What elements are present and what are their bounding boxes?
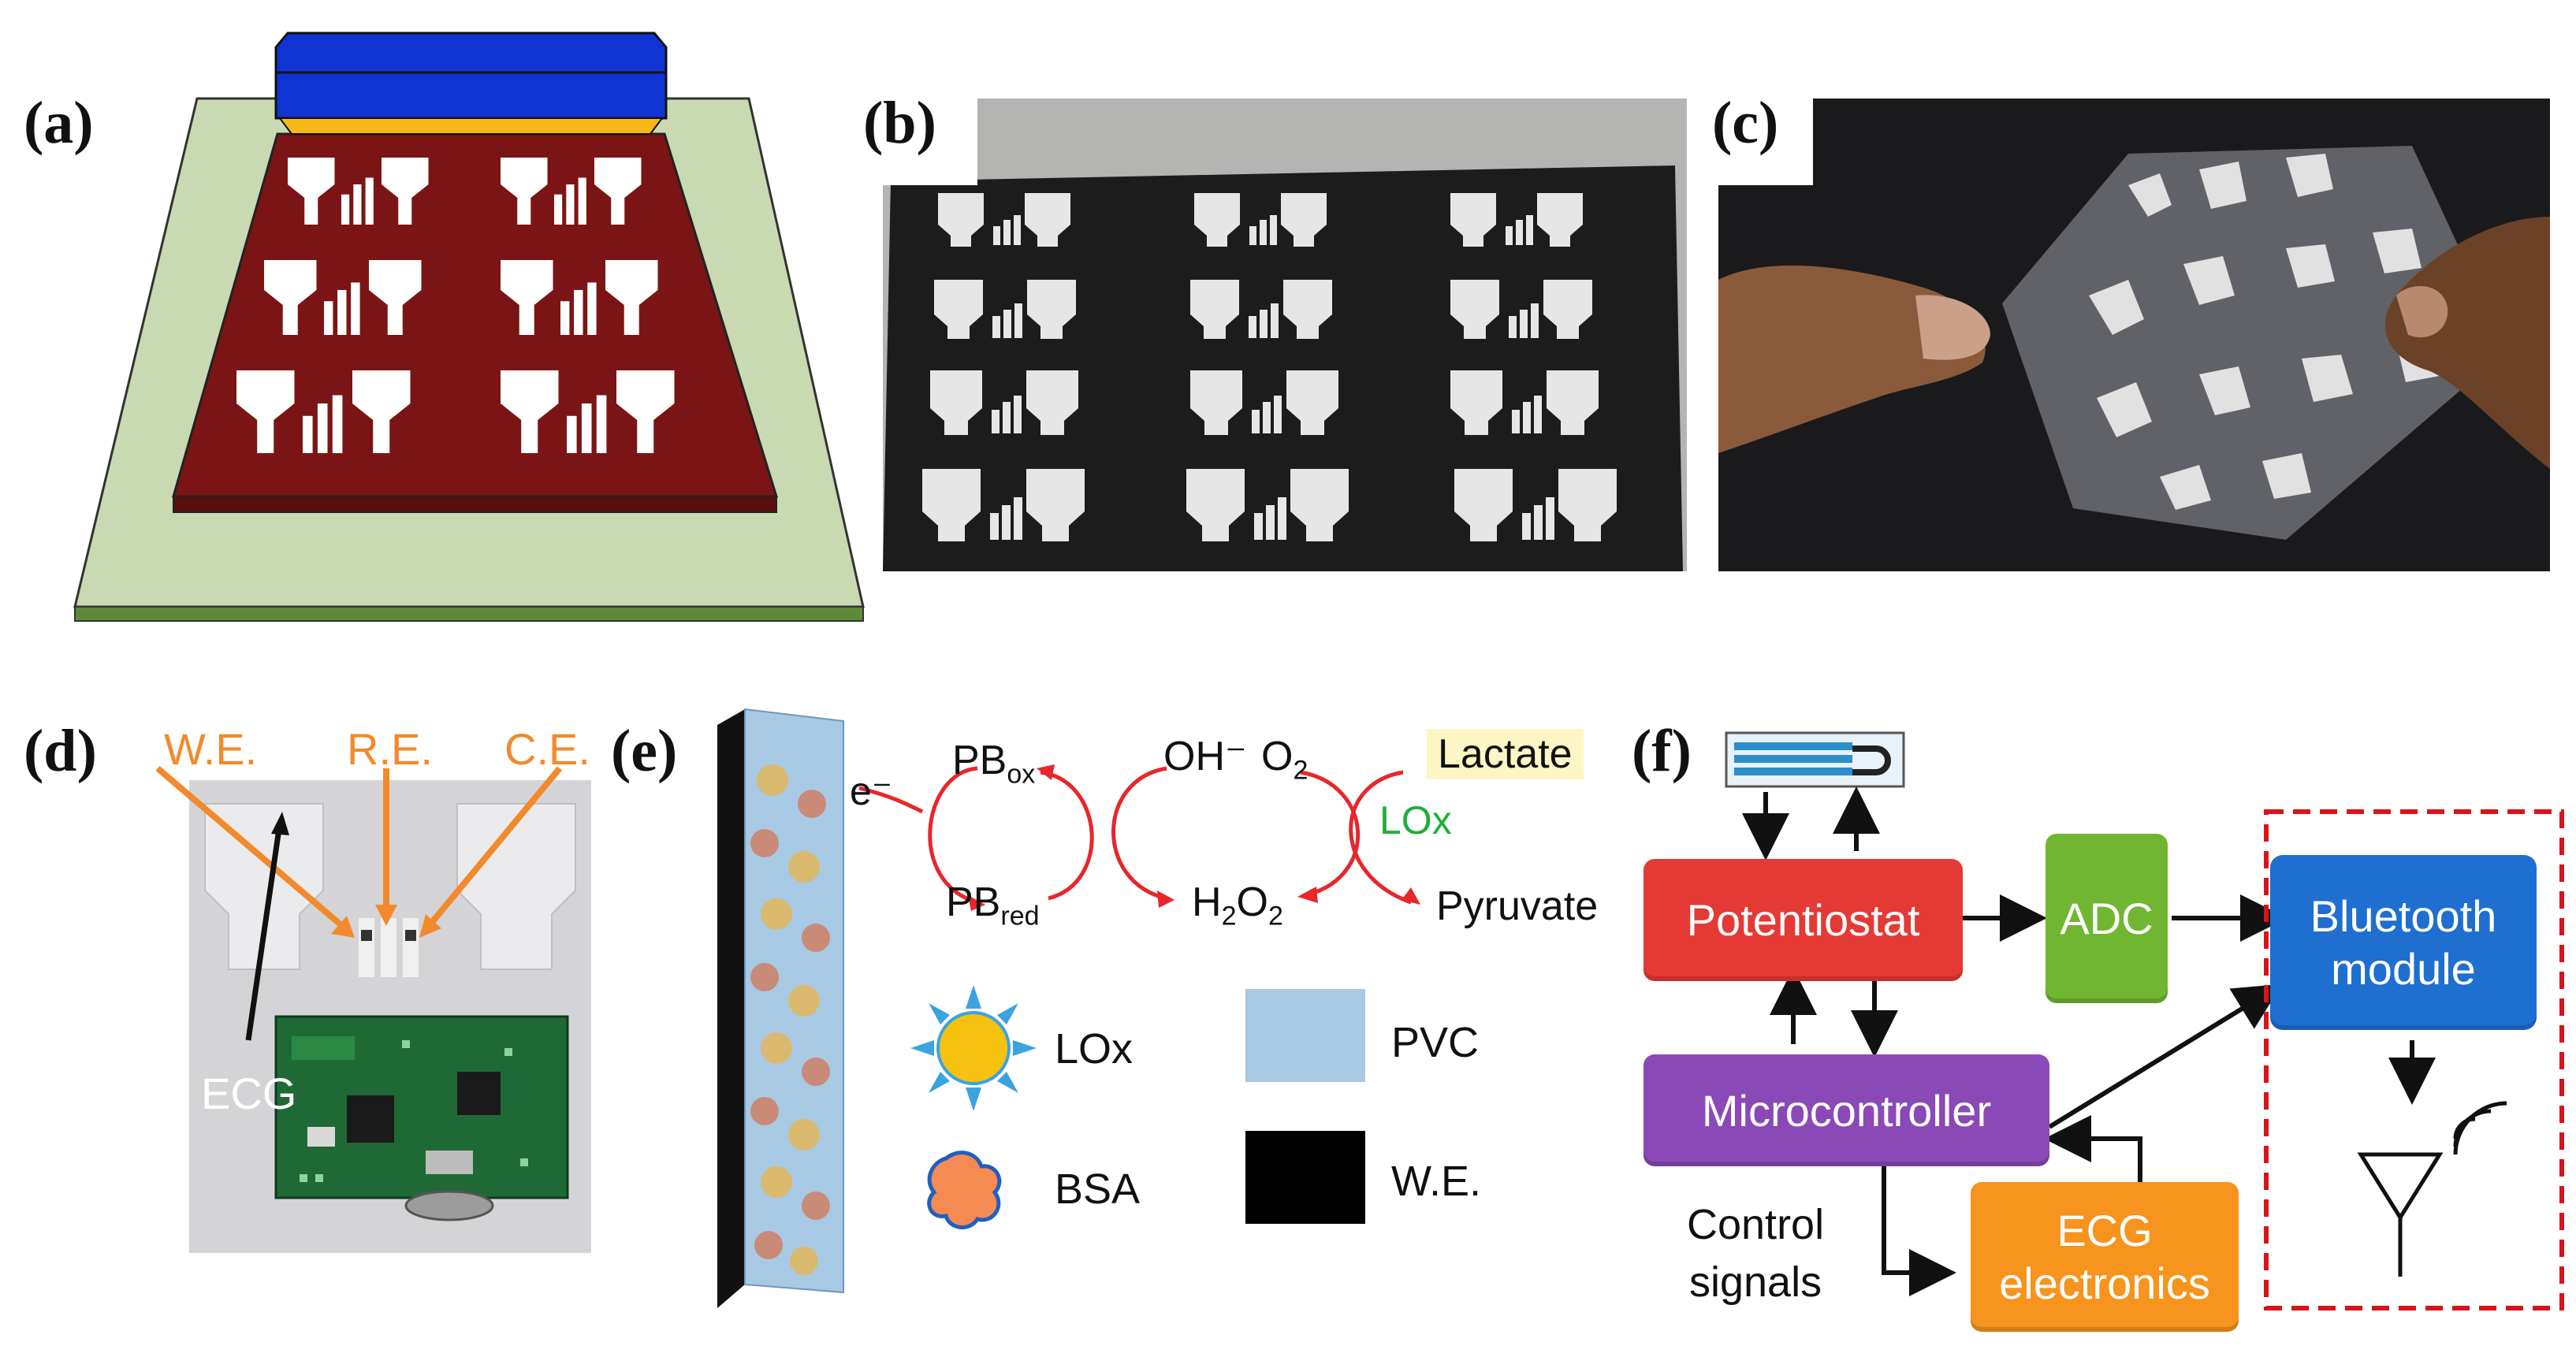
panel-e-electrode <box>717 708 844 1308</box>
panel-label-d: (d) <box>24 718 97 784</box>
bluetooth-label-line2: module <box>2331 944 2476 994</box>
panel-label-a: (a) <box>24 90 94 156</box>
re-label: R.E. <box>347 724 433 774</box>
ecg-electronics-label-line1: ECG <box>2057 1205 2153 1255</box>
we-legend-swatch <box>1245 1131 1365 1224</box>
microcontroller-label: Microcontroller <box>1701 1085 1992 1136</box>
ecg-electronics-label-line2: electronics <box>1999 1258 2210 1308</box>
ecg-label: ECG <box>201 1069 297 1118</box>
lactate-label: Lactate <box>1427 729 1584 779</box>
adc-block: ADC <box>2046 834 2168 1003</box>
bluetooth-label-line1: Bluetooth <box>2310 890 2497 941</box>
antenna-icon <box>2357 1101 2507 1277</box>
legend-bsa-label: BSA <box>1055 1166 1141 1213</box>
ecg-electronics-block: ECG electronics <box>1971 1182 2239 1332</box>
o2-label: O2 <box>1261 734 1308 786</box>
panel-e-reaction-arrows <box>858 764 1420 911</box>
electron-label: e⁻ <box>850 769 893 813</box>
control-signals-line1: Control <box>1687 1201 1825 1248</box>
panel-label-c: (c) <box>1712 90 1779 156</box>
we-label: W.E. <box>164 724 258 774</box>
panel-a-illustration <box>73 32 865 622</box>
h2o2-label: H2O2 <box>1192 879 1283 931</box>
legend-we-label: W.E. <box>1391 1158 1482 1205</box>
panel-b-photo <box>883 99 1687 571</box>
panel-label-e: (e) <box>611 718 678 784</box>
pbox-label: PBox <box>952 738 1036 790</box>
sensor-strip-icon <box>1725 731 1905 788</box>
ce-label: C.E. <box>504 724 590 774</box>
panel-label-b: (b) <box>863 90 936 156</box>
lox-enzyme-label: LOx <box>1379 798 1452 842</box>
adc-label: ADC <box>2060 894 2153 943</box>
panel-label-f: (f) <box>1632 718 1692 784</box>
potentiostat-block: Potentiostat <box>1644 859 1963 981</box>
panel-c-photo <box>1718 99 2550 571</box>
squeegee-bar <box>274 32 668 120</box>
microcontroller-block: Microcontroller <box>1644 1054 2049 1166</box>
wireless-module-boundary <box>2264 809 2564 1311</box>
panel-d-photo <box>155 765 591 1253</box>
pyruvate-label: Pyruvate <box>1436 883 1599 929</box>
legend-lox-label: LOx <box>1055 1025 1134 1073</box>
pvc-legend-swatch <box>1245 989 1365 1082</box>
legend-pvc-label: PVC <box>1391 1019 1480 1066</box>
lox-legend-icon <box>910 985 1037 1111</box>
oh-label: OH⁻ <box>1163 734 1247 779</box>
panel-f-connectors <box>1725 731 2564 1311</box>
control-signals-line2: signals <box>1688 1258 1822 1306</box>
bluetooth-block: Bluetooth module <box>2270 855 2537 1030</box>
pbred-label: PBred <box>946 879 1040 931</box>
control-signals-label: Control signals <box>1687 1196 1824 1311</box>
potentiostat-label: Potentiostat <box>1686 895 1920 945</box>
bsa-legend-icon <box>927 1151 1002 1229</box>
